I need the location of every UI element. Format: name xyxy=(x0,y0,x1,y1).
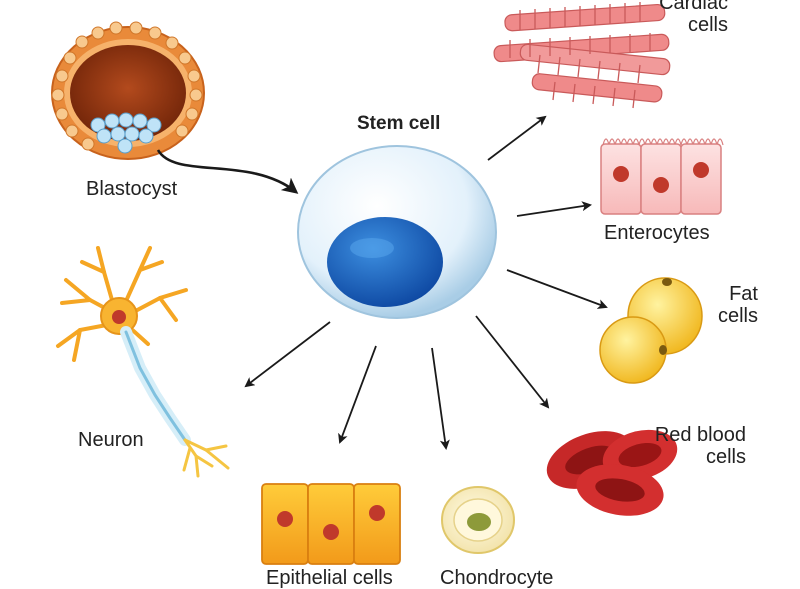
enterocytes-label: Enterocytes xyxy=(604,222,710,244)
arrow-to-chondrocyte xyxy=(431,347,450,450)
fat-cells-illustration xyxy=(599,277,703,384)
fat-cells-label-line-1: Fat xyxy=(729,283,758,305)
stem-cell-illustration xyxy=(297,145,497,319)
stem-cell-differentiation-diagram xyxy=(51,2,724,565)
blastocyst-label: Blastocyst xyxy=(86,178,178,200)
enterocytes-illustration xyxy=(600,138,724,215)
cardiac-cells-label: Cardiac cells xyxy=(659,0,728,36)
arrow-to-neuron xyxy=(244,321,331,388)
arrow-to-enterocytes xyxy=(516,201,592,217)
blastocyst-illustration xyxy=(51,21,205,160)
fat-cells-label-line-2: cells xyxy=(717,305,758,327)
cardiac-cells-illustration xyxy=(493,2,671,109)
fat-cells-label: Fat cells xyxy=(718,283,758,327)
arrow-to-fat xyxy=(506,269,608,309)
neuron-illustration xyxy=(56,246,230,478)
blastocyst-to-stem-arrow xyxy=(156,149,299,194)
red-blood-cells-label: Red blood cells xyxy=(655,424,746,468)
stem-cell-label: Stem cell xyxy=(357,113,441,134)
epithelial-cells-illustration xyxy=(261,483,401,565)
arrow-to-epithelial xyxy=(338,345,377,444)
differentiation-arrows xyxy=(244,115,608,450)
red-blood-cells-illustration xyxy=(546,429,678,516)
arrow-to-cardiac xyxy=(487,115,547,161)
rbc-label-line-2: cells xyxy=(705,446,746,468)
epithelial-cells-label: Epithelial cells xyxy=(266,567,393,589)
neuron-label: Neuron xyxy=(78,429,144,451)
rbc-label-line-1: Red blood xyxy=(654,424,746,446)
chondrocyte-illustration xyxy=(441,486,515,554)
cardiac-cells-label-line-1: Cardiac xyxy=(659,0,728,14)
chondrocyte-label: Chondrocyte xyxy=(440,567,554,589)
arrow-to-rbc xyxy=(475,315,550,409)
cardiac-cells-label-line-2: cells xyxy=(687,14,728,36)
